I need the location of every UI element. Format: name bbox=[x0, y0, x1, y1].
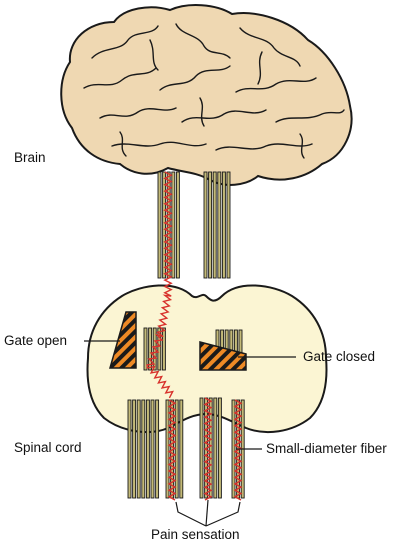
large-fiber-bundle-left bbox=[127, 399, 160, 499]
brain-outline bbox=[60, 4, 353, 186]
brain-folds bbox=[83, 23, 345, 159]
brain-illustration bbox=[60, 4, 353, 186]
dorsal-horn-fibers-left-strand bbox=[143, 327, 148, 371]
large-fiber-bundle-right-strand bbox=[199, 397, 204, 499]
pain-signal-fiber-center bbox=[167, 399, 177, 501]
label-brain: Brain bbox=[14, 150, 46, 165]
large-fiber-bundle-right-strand bbox=[217, 397, 222, 499]
ascending-tract-right-strand bbox=[203, 171, 208, 279]
pain-signal-fiber-right-a bbox=[203, 397, 213, 501]
large-fiber-bundle-left-strand bbox=[145, 399, 150, 499]
label-small-diameter-fiber: Small-diameter fiber bbox=[266, 441, 387, 456]
ascending-tract-right-strand bbox=[217, 171, 222, 279]
ascending-tract-right bbox=[203, 171, 231, 279]
ascending-tract-left-strand bbox=[157, 171, 162, 279]
large-fiber-bundle-left-strand bbox=[155, 399, 160, 499]
label-spinal-cord: Spinal cord bbox=[14, 440, 82, 455]
pain-leader-left bbox=[175, 501, 207, 527]
dorsal-horn-fibers-left-strand bbox=[161, 327, 166, 371]
label-pain-sensation: Pain sensation bbox=[151, 527, 240, 542]
gate-open-wedge bbox=[109, 311, 137, 369]
large-fiber-bundle-left-strand bbox=[141, 399, 146, 499]
gate-closed-wedge bbox=[199, 341, 247, 371]
ascending-tract-left-strand bbox=[171, 171, 176, 279]
pain-signal-fiber-right-b bbox=[233, 399, 243, 501]
leader-lines bbox=[84, 340, 296, 527]
pain-fiber-bundle-right-strand bbox=[231, 399, 236, 499]
ascending-tract-right-strand bbox=[226, 171, 231, 279]
ascending-tract-right-strand bbox=[208, 171, 213, 279]
ascending-tract-right-strand bbox=[221, 171, 226, 279]
pain-fiber-bundle-center-strand bbox=[165, 399, 170, 499]
dorsal-horn-fibers-left-strand bbox=[148, 327, 153, 371]
ascending-tract-right-strand bbox=[212, 171, 217, 279]
large-fiber-bundle-right-strand bbox=[208, 397, 213, 499]
pain-fiber-bundle-center-strand bbox=[179, 399, 184, 499]
ascending-tract-left-strand bbox=[162, 171, 167, 279]
label-gate-open: Gate open bbox=[4, 333, 68, 348]
pain-fiber-bundle-center-strand bbox=[174, 399, 179, 499]
large-fiber-bundle-left-strand bbox=[127, 399, 132, 499]
dorsal-horn-fibers-left-strand bbox=[157, 327, 162, 371]
ascending-tract-left-strand bbox=[175, 171, 180, 279]
large-fiber-bundle-left-strand bbox=[132, 399, 137, 499]
pain-signal-ascending bbox=[146, 171, 174, 399]
label-gate-closed: Gate closed bbox=[303, 349, 376, 364]
pain-leader-mid bbox=[205, 499, 209, 527]
large-fiber-bundle-left-strand bbox=[150, 399, 155, 499]
pain-leader-right bbox=[205, 501, 241, 527]
pain-signal-layer bbox=[146, 171, 243, 501]
large-fiber-bundle-right-strand bbox=[213, 397, 218, 499]
large-fiber-bundle-left-strand bbox=[136, 399, 141, 499]
